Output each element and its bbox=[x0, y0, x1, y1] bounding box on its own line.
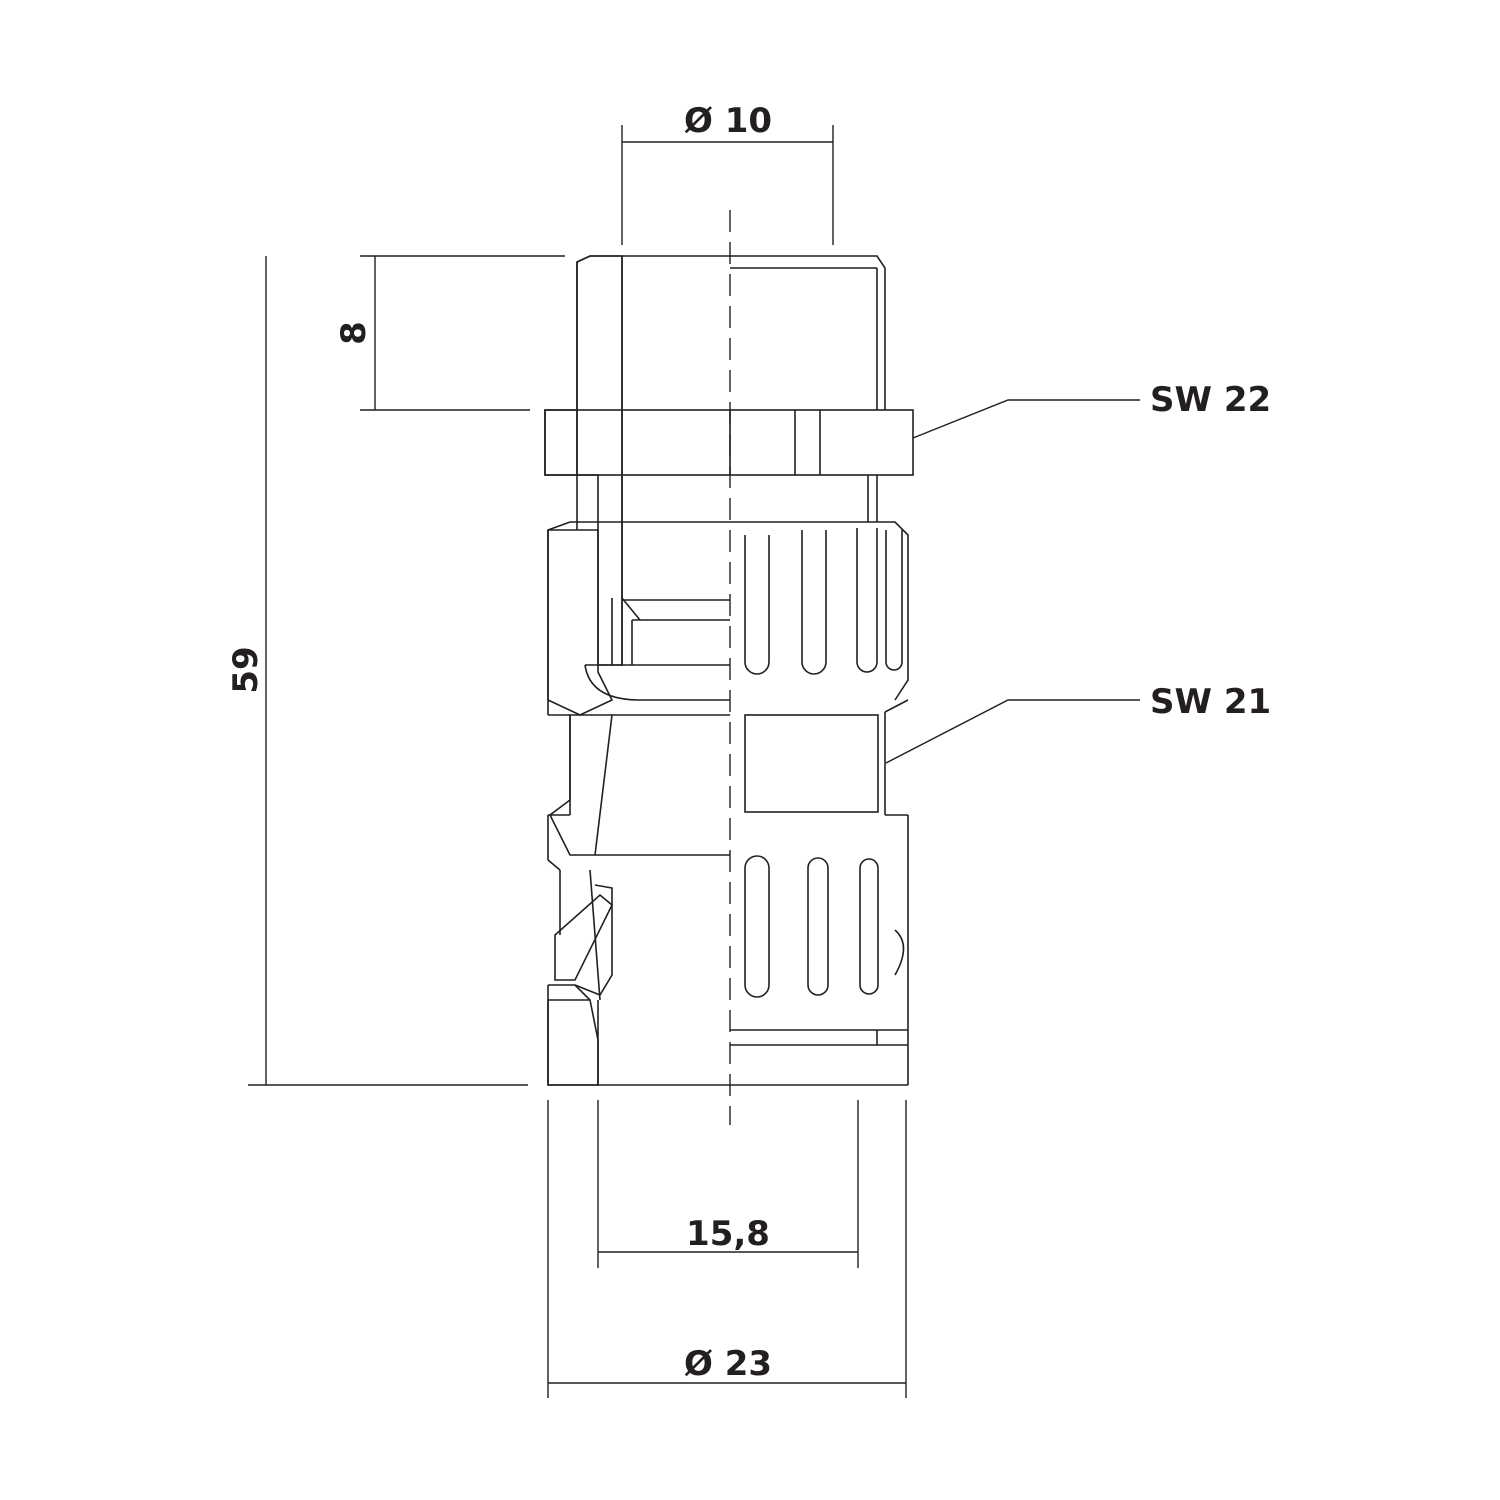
dim-total-length: 59 bbox=[226, 256, 528, 1086]
dim-total-length-label: 59 bbox=[226, 646, 266, 693]
lower-slots bbox=[744, 855, 879, 998]
dim-top-diameter: Ø 10 bbox=[621, 101, 834, 245]
callout-sw22: SW 22 bbox=[912, 380, 1271, 439]
callout-sw22-label: SW 22 bbox=[1150, 380, 1271, 420]
dim-outer-diameter: Ø 23 bbox=[547, 1100, 907, 1398]
dim-outer-diameter-label: Ø 23 bbox=[684, 1344, 772, 1384]
body-outline bbox=[544, 255, 914, 1086]
dim-inner-width: 15,8 bbox=[597, 1100, 859, 1268]
dim-thread-length: 8 bbox=[334, 255, 565, 411]
dim-inner-width-label: 15,8 bbox=[686, 1214, 770, 1254]
hatched-section bbox=[544, 255, 623, 1086]
dim-top-diameter-label: Ø 10 bbox=[684, 101, 772, 141]
callout-sw21-label: SW 21 bbox=[1150, 682, 1271, 722]
dim-thread-length-label: 8 bbox=[334, 321, 374, 345]
callout-sw21: SW 21 bbox=[885, 682, 1271, 764]
upper-slots bbox=[744, 528, 903, 675]
